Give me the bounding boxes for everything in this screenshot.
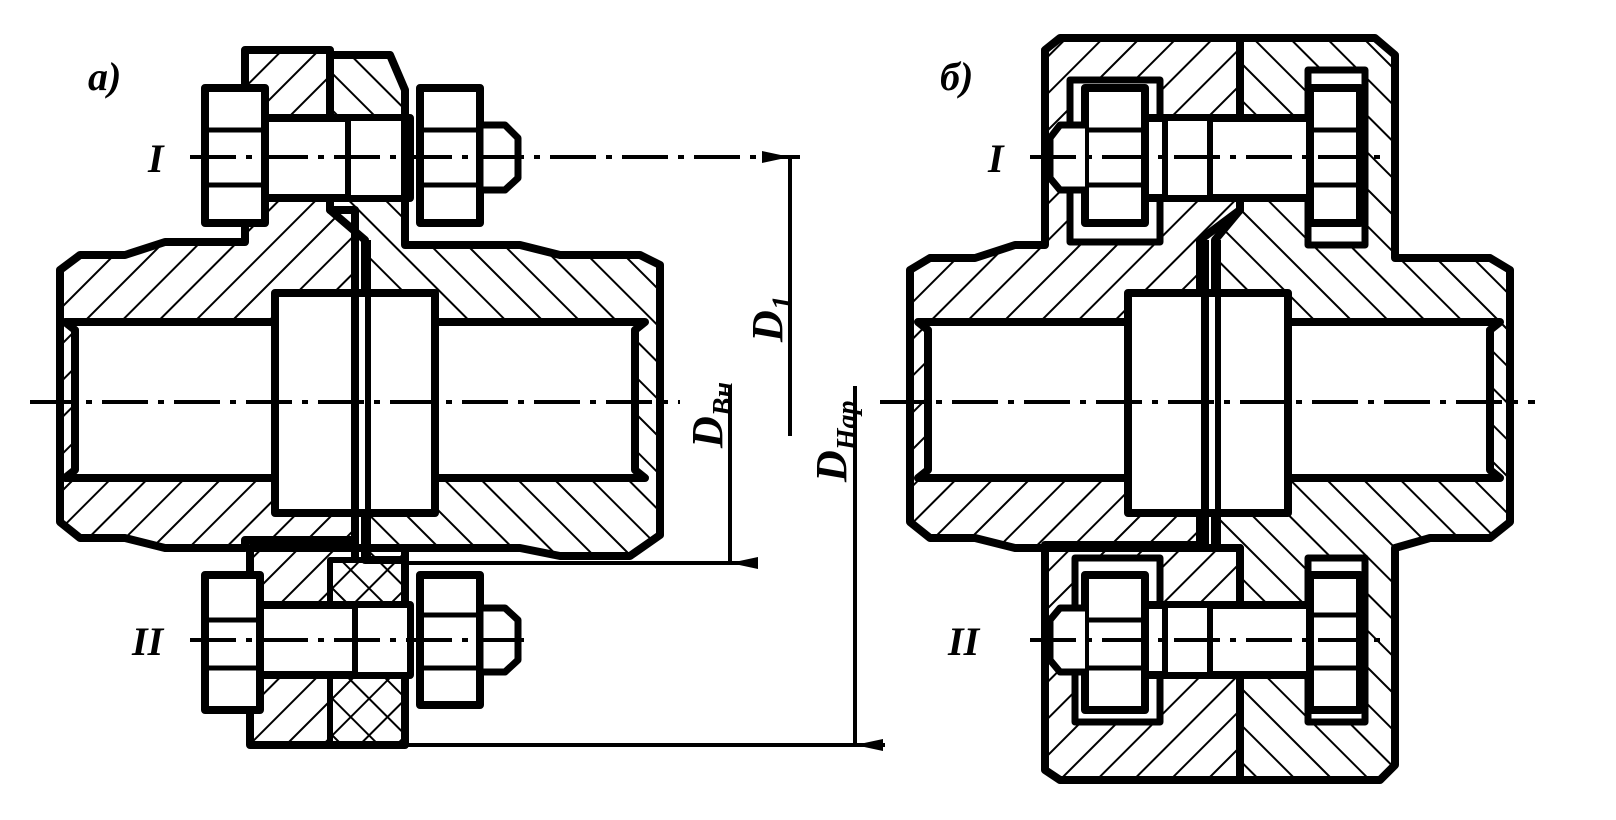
view-a — [30, 46, 885, 751]
bolt-row-1-label-a: I — [147, 136, 165, 181]
dim-label-d-inner: DВн — [683, 382, 739, 449]
view-a-label: а) — [88, 54, 121, 99]
svg-text:D1: D1 — [743, 295, 799, 343]
view-b-label: б) — [940, 54, 973, 99]
svg-text:DНар: DНар — [807, 400, 863, 483]
bolt-row-2-label-a: II — [131, 619, 165, 664]
view-b — [880, 34, 1535, 784]
bolt-row-1-label-b: I — [987, 136, 1005, 181]
dim-label-d-outer: DНар — [807, 400, 863, 483]
bolt-row-2-label-b: II — [947, 619, 981, 664]
dim-label-d1: D1 — [743, 295, 799, 343]
svg-text:DВн: DВн — [683, 382, 739, 449]
